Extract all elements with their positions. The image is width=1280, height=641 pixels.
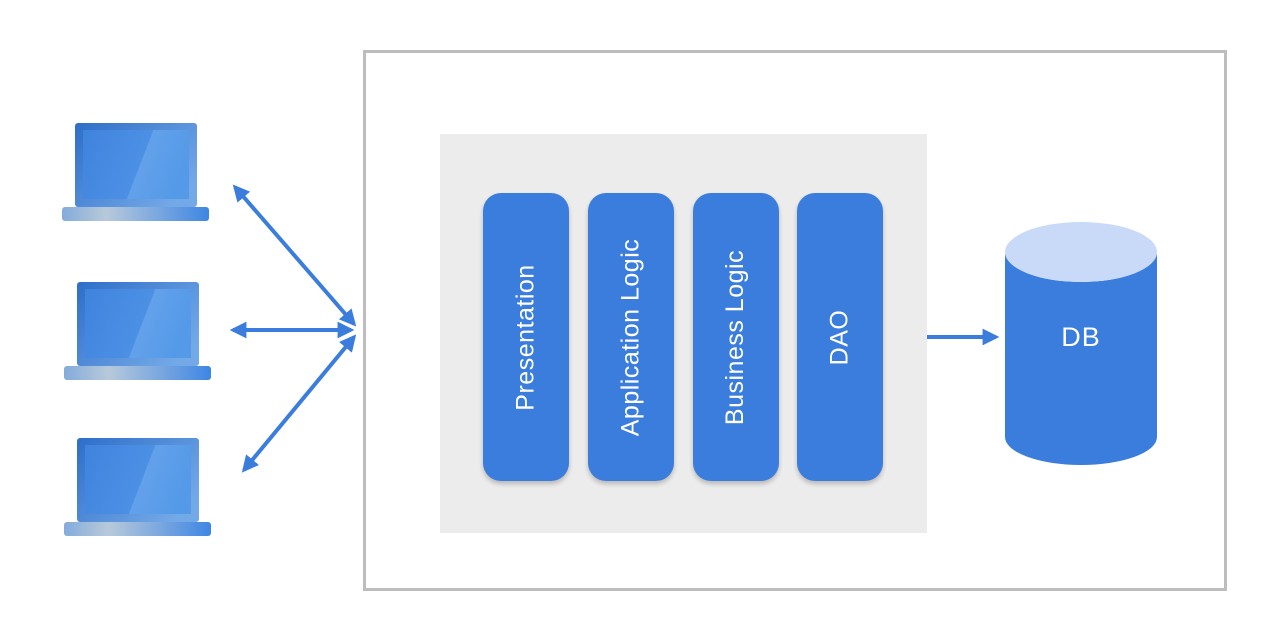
client3-server-arrow <box>241 334 357 473</box>
layer-label-presentation: Presentation <box>511 263 540 411</box>
layer-label-application-logic: Application Logic <box>616 238 645 436</box>
client1-server-arrow <box>232 184 357 327</box>
database-cylinder-icon <box>1005 222 1157 465</box>
server-box <box>363 50 1227 591</box>
laptop-icon <box>62 123 209 221</box>
laptop-icon <box>64 282 211 380</box>
database-label: DB <box>1061 322 1101 352</box>
layer-label-dao: DAO <box>825 309 854 365</box>
layer-pill-business-logic: Business Logic <box>693 193 779 481</box>
layer-pill-application-logic: Application Logic <box>588 193 674 481</box>
laptop-icon <box>64 438 211 536</box>
layer-pill-dao: DAO <box>797 193 883 481</box>
layer-pill-presentation: Presentation <box>483 193 569 481</box>
layer-label-business-logic: Business Logic <box>721 249 750 425</box>
